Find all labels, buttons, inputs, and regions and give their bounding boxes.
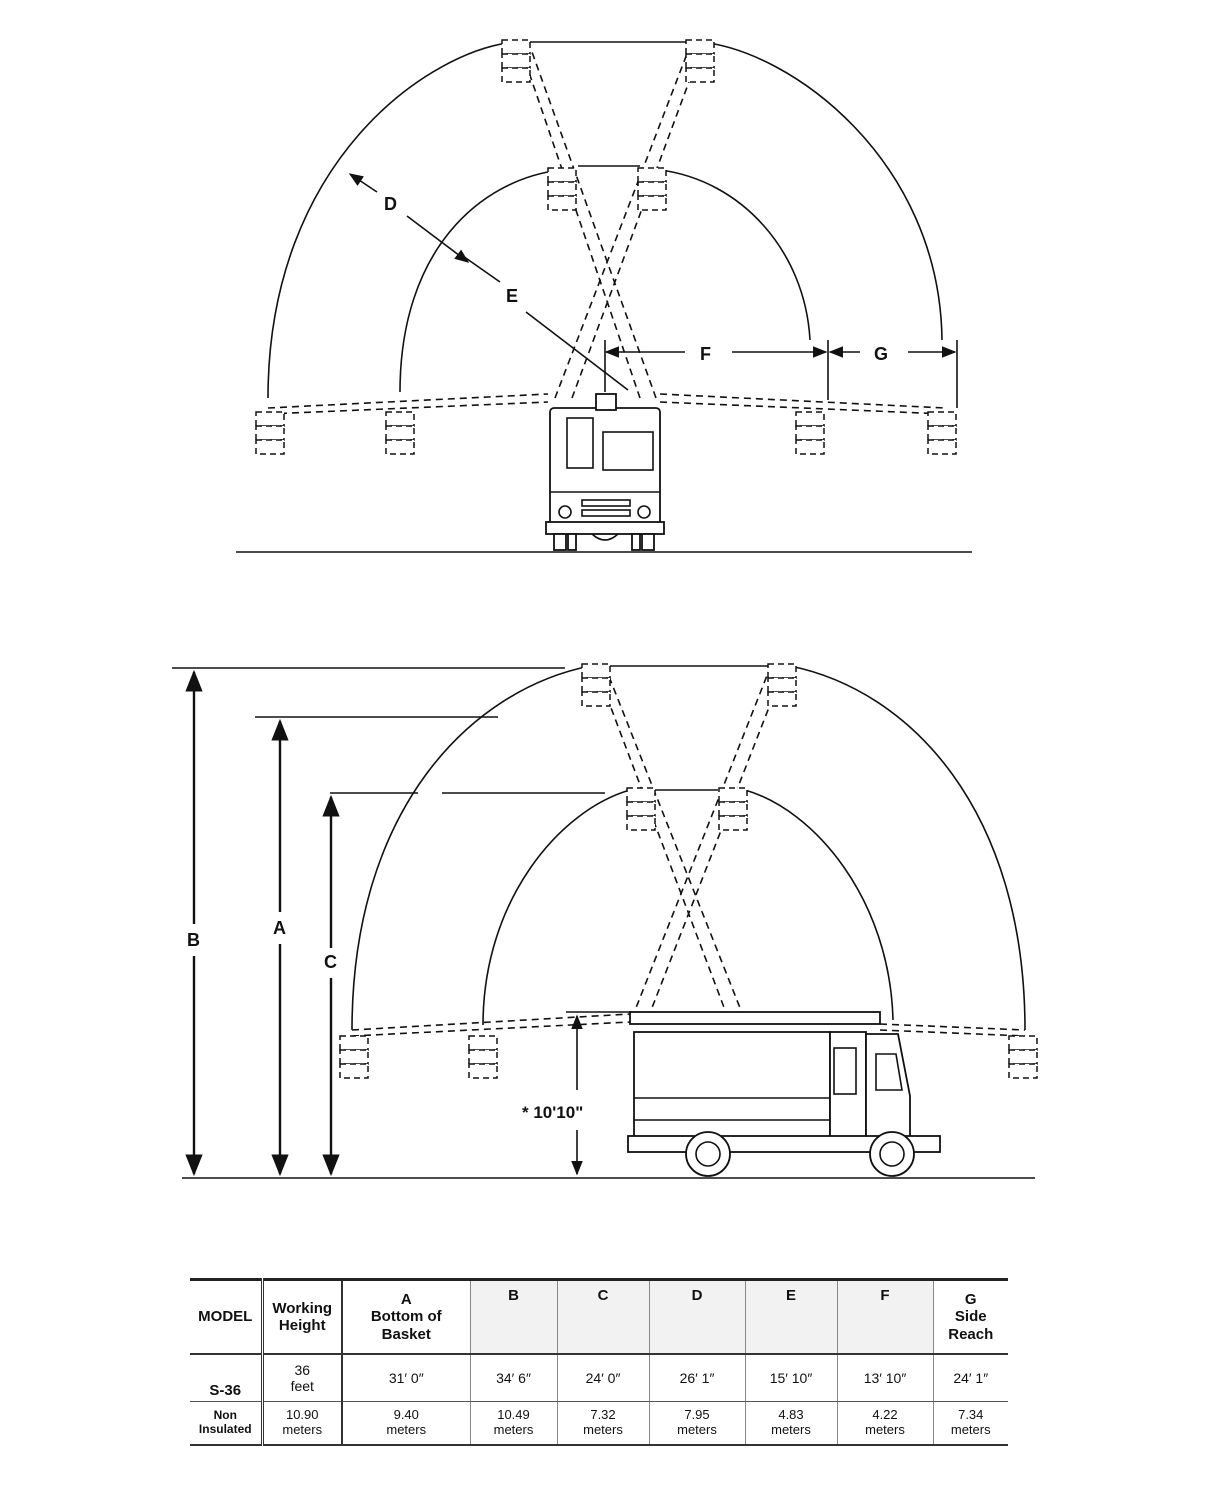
cell-a-ft: 31′ 0″ — [341, 1354, 470, 1402]
stowed-height-label: * 10'10" — [522, 1103, 583, 1122]
truck-side-icon — [627, 1011, 941, 1177]
header-d: D — [648, 1279, 745, 1355]
header-b: B — [469, 1279, 557, 1355]
truck-front-icon — [545, 393, 665, 551]
header-f: F — [836, 1279, 933, 1355]
header-e: E — [744, 1279, 837, 1355]
side-view-diagram: B A C * 10'10" — [172, 663, 1038, 1179]
specifications-table: MODEL Working Height A Bottom of Basket … — [190, 1278, 1008, 1446]
header-model: MODEL — [190, 1279, 264, 1355]
cell-f-ft: 13′ 10″ — [836, 1354, 933, 1402]
inner-reach-arc — [399, 169, 561, 393]
front-view-diagram: D E F G — [236, 39, 972, 553]
inner-reach-arc — [482, 789, 631, 1026]
header-working-height: Working Height — [261, 1279, 343, 1355]
cell-g-ft: 24′ 1″ — [932, 1354, 1008, 1402]
outer-reach-arc — [267, 41, 516, 399]
cell-b-ft: 34′ 6″ — [469, 1354, 557, 1402]
dim-label-a: A — [273, 918, 286, 938]
dim-label-g: G — [874, 344, 888, 364]
cell-e-ft: 15′ 10″ — [744, 1354, 837, 1402]
cell-c-ft: 24′ 0″ — [556, 1354, 649, 1402]
header-a: A Bottom of Basket — [341, 1279, 470, 1355]
outer-reach-arc — [351, 665, 591, 1031]
cell-working-height-ft: 36 feet — [261, 1354, 343, 1402]
dim-label-c: C — [324, 952, 337, 972]
dim-label-e: E — [506, 286, 518, 306]
cell-working-height-m: 10.90 meters — [261, 1401, 343, 1445]
model-name-cell: S-36 — [190, 1354, 264, 1402]
header-g: G Side Reach — [932, 1279, 1008, 1355]
dim-label-f: F — [700, 344, 711, 364]
insulation-cell: Non Insulated — [190, 1401, 264, 1445]
table-header-row: MODEL Working Height A Bottom of Basket … — [190, 1279, 1008, 1355]
cell-d-ft: 26′ 1″ — [648, 1354, 745, 1402]
table-row-imperial: S-36 36 feet 31′ 0″ 34′ 6″ 24′ 0″ 26′ 1″… — [190, 1354, 1008, 1402]
header-c: C — [556, 1279, 649, 1355]
dim-label-d: D — [384, 194, 397, 214]
dim-label-b: B — [187, 930, 200, 950]
